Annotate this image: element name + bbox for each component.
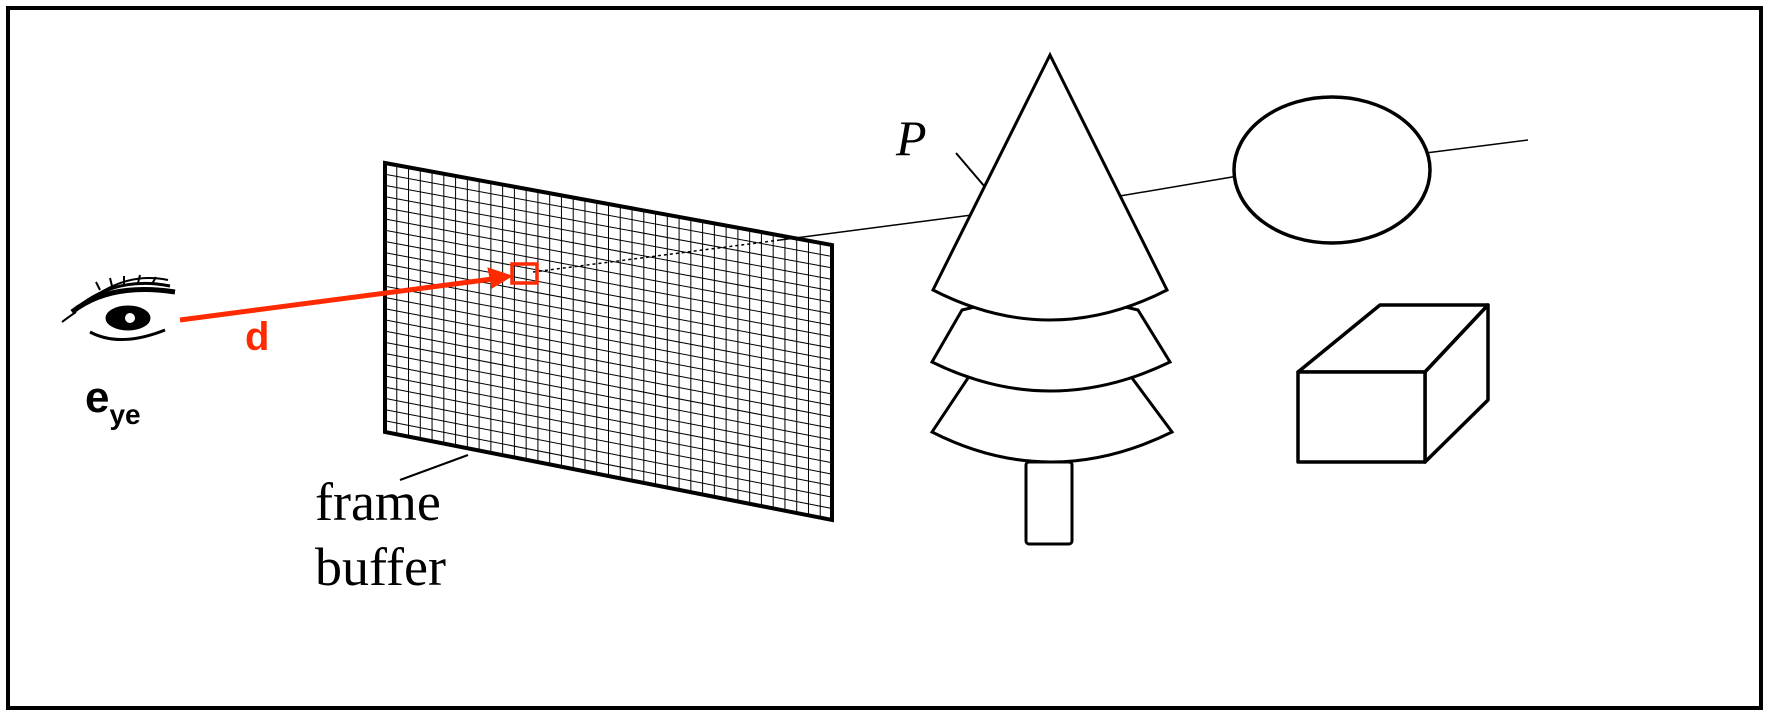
selected-pixel (510, 262, 539, 285)
diagram-border (6, 6, 1763, 710)
frame-buffer-leader (399, 454, 469, 481)
grid-line-horizontal (384, 364, 833, 452)
direction-label: d (245, 315, 269, 359)
frame-buffer-label-line2: buffer (315, 537, 446, 597)
ray-segment-through-sphere (1409, 139, 1529, 156)
point-p-leader (955, 152, 986, 188)
grid-line-horizontal (384, 285, 833, 372)
grid-line-horizontal (384, 252, 833, 338)
tree-trunk (1024, 460, 1074, 546)
grid-line-horizontal (384, 341, 833, 429)
ray-segment-to-tree (779, 211, 996, 241)
grid-line-horizontal (384, 397, 833, 487)
eye-label-sub: ye (109, 399, 140, 430)
grid-line-horizontal (384, 196, 833, 280)
grid-line-horizontal (384, 330, 833, 418)
grid-line-horizontal (384, 263, 833, 349)
grid-line-horizontal (384, 173, 833, 257)
grid-line-horizontal (384, 409, 833, 498)
grid-line-horizontal (384, 420, 833, 510)
grid-line-horizontal (384, 297, 833, 383)
grid-line-horizontal (384, 218, 833, 303)
grid-line-horizontal (384, 375, 833, 464)
tree (929, 51, 1175, 546)
grid-line-horizontal (384, 319, 833, 406)
box (1296, 303, 1490, 464)
ray-segment-tree-to-sphere (1107, 175, 1239, 199)
direction-ray (179, 267, 514, 323)
eye-label: eye (85, 373, 141, 430)
eye-label-main: e (85, 373, 109, 422)
ray-dotted-segment (532, 239, 781, 273)
tree-tier-top (930, 51, 1170, 322)
point-label: P (895, 110, 927, 166)
frame-buffer-label-line1: frame (315, 472, 441, 532)
grid-line-horizontal (384, 240, 833, 326)
grid-line-horizontal (384, 308, 833, 395)
grid-line-horizontal (384, 229, 833, 315)
sphere (1232, 95, 1432, 245)
eye-icon (61, 274, 176, 342)
grid-line-horizontal (384, 207, 833, 292)
grid-line-horizontal (384, 386, 833, 475)
frame-buffer-grid (383, 160, 834, 523)
grid-line-horizontal (384, 274, 833, 361)
grid-line-horizontal (384, 353, 833, 441)
box-front-face (1296, 370, 1427, 464)
grid-line-horizontal (384, 184, 833, 269)
